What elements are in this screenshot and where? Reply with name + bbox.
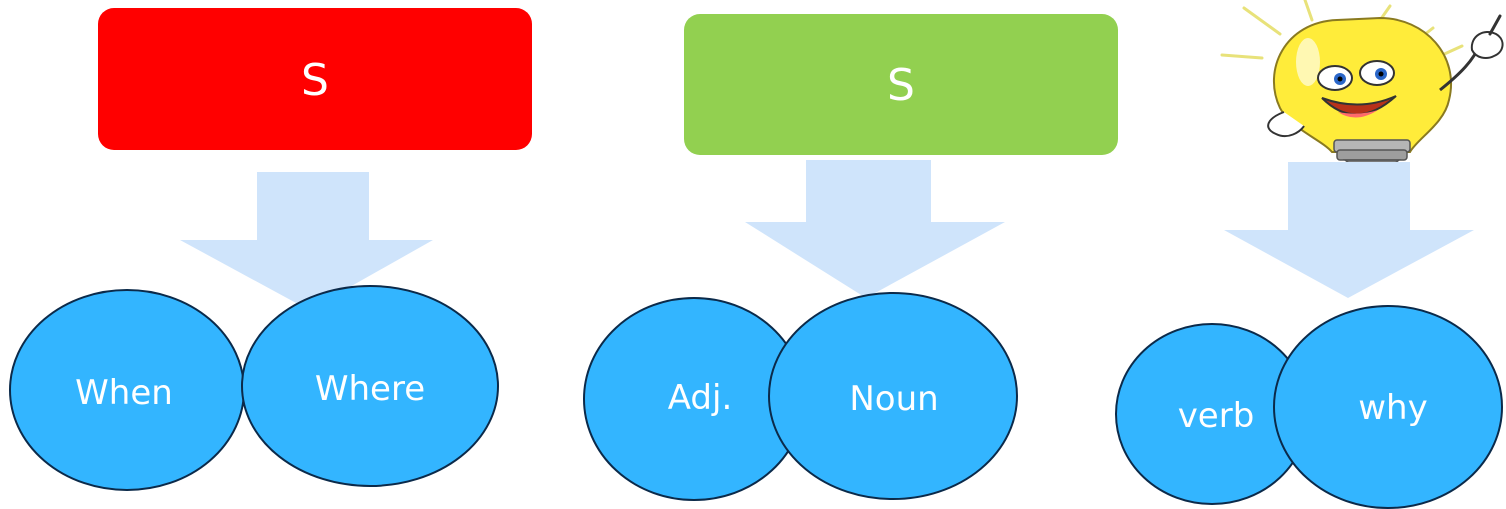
lightbulb-mascot-icon [1220, 0, 1504, 171]
circle-noun [768, 292, 1018, 500]
circle-why-label: why [1358, 388, 1427, 428]
subject-box-green-label: S [887, 60, 915, 111]
down-arrow-1 [180, 172, 433, 310]
subject-box-red-label: S [301, 55, 329, 106]
circle-where [241, 285, 499, 487]
circle-where-label: Where [315, 369, 425, 409]
column-3: verb why [1115, 0, 1504, 509]
down-arrow-3 [1224, 162, 1474, 298]
circle-verb-label: verb [1178, 396, 1255, 436]
column-1: S When Where [9, 8, 532, 491]
circle-adj-label: Adj. [668, 378, 733, 418]
circle-when-label: When [75, 373, 173, 413]
circle-noun-label: Noun [849, 379, 938, 419]
subject-box-red [98, 8, 532, 150]
column-2: S Adj. Noun [583, 14, 1118, 501]
subject-box-green [684, 14, 1118, 155]
circle-why [1273, 305, 1503, 509]
down-arrow-2 [745, 160, 1005, 298]
